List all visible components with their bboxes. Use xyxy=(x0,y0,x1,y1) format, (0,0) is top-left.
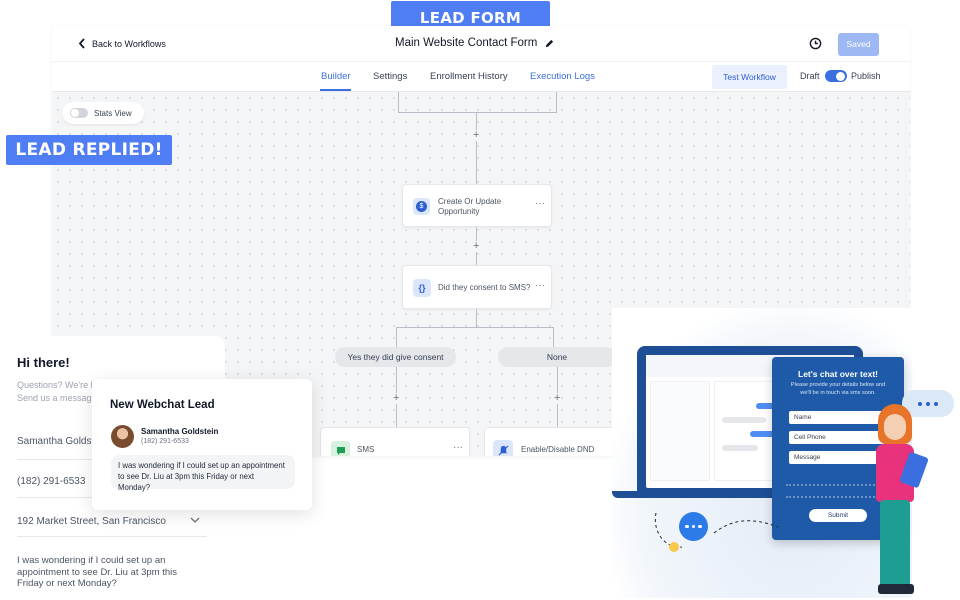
tab-builder[interactable]: Builder xyxy=(321,71,351,82)
chat-bubble-icon xyxy=(331,441,350,456)
connector xyxy=(553,327,554,347)
message-bubble xyxy=(722,417,766,423)
connector xyxy=(398,92,399,112)
add-step-plus-icon[interactable]: + xyxy=(393,392,400,404)
legs xyxy=(880,500,910,588)
typing-bubble-icon xyxy=(902,390,954,417)
workflow-title-group: Main Website Contact Form xyxy=(395,37,554,49)
chevron-down-icon[interactable] xyxy=(190,517,200,524)
node-sms[interactable]: SMS ··· xyxy=(320,427,470,456)
dollar-icon: $ xyxy=(413,198,430,215)
node-more-icon[interactable]: ··· xyxy=(535,280,545,291)
add-step-plus-icon[interactable]: + xyxy=(473,129,480,141)
connector xyxy=(476,112,477,184)
add-step-plus-icon[interactable]: + xyxy=(554,392,561,404)
laptop-base xyxy=(612,491,874,498)
builder-tabs-bar: Builder Settings Enrollment History Exec… xyxy=(52,62,910,92)
phone-field[interactable]: (182) 291-6533 xyxy=(17,476,86,487)
address-field[interactable]: 192 Market Street, San Francisco xyxy=(17,516,166,527)
widget-disclaimer xyxy=(786,484,890,498)
connector xyxy=(396,327,397,347)
stats-view-label: Stats View xyxy=(94,108,132,118)
chat-dots-icon xyxy=(679,512,708,541)
back-label: Back to Workflows xyxy=(92,38,166,49)
curly-braces-icon: {} xyxy=(413,279,431,297)
divider xyxy=(17,536,207,537)
connector xyxy=(396,327,554,328)
chevron-left-icon xyxy=(78,38,85,49)
woman-illustration xyxy=(858,404,929,600)
workflow-title[interactable]: Main Website Contact Form xyxy=(395,37,538,49)
message-bubble xyxy=(722,445,758,451)
face xyxy=(884,414,906,440)
node-label: Enable/Disable DND xyxy=(521,445,595,454)
node-more-icon[interactable]: ··· xyxy=(453,442,463,453)
widget-name-input[interactable]: Name xyxy=(789,411,885,424)
message-field[interactable]: I was wondering if I could set up an app… xyxy=(17,555,178,589)
publish-toggle[interactable] xyxy=(825,70,847,82)
builder-header: Back to Workflows Main Website Contact F… xyxy=(52,26,910,62)
widget-submit-button[interactable]: Submit xyxy=(809,509,867,522)
add-step-plus-icon[interactable]: + xyxy=(473,240,480,252)
widget-phone-input[interactable]: Cell Phone xyxy=(789,431,885,444)
connector xyxy=(476,309,477,327)
back-to-workflows-link[interactable]: Back to Workflows xyxy=(78,38,166,49)
node-label: SMS xyxy=(357,445,375,454)
connector xyxy=(556,92,557,112)
tab-execution-logs[interactable]: Execution Logs xyxy=(530,71,595,82)
widget-title: Let's chat over text! xyxy=(798,369,878,379)
publish-label: Publish xyxy=(851,71,881,81)
connector xyxy=(398,112,557,113)
node-label: Create Or Update Opportunity xyxy=(438,197,502,216)
shoes xyxy=(878,584,914,594)
form-greeting: Hi there! xyxy=(17,355,70,370)
saved-button[interactable]: Saved xyxy=(838,33,879,56)
pencil-icon[interactable] xyxy=(545,39,554,48)
dashed-path-decoration xyxy=(654,512,779,552)
lead-name: Samantha Goldstein xyxy=(141,427,219,436)
lead-message-bubble: I was wondering if I could set up an app… xyxy=(111,455,295,492)
branch-yes-consent[interactable]: Yes they did give consent xyxy=(335,347,456,367)
tab-enrollment-history[interactable]: Enrollment History xyxy=(430,71,508,82)
tab-settings[interactable]: Settings xyxy=(373,71,408,82)
widget-message-input[interactable]: Message xyxy=(789,451,885,464)
node-sms-consent-condition[interactable]: {} Did they consent to SMS? ··· xyxy=(402,265,552,309)
tab-builder-underline xyxy=(320,89,351,91)
avatar xyxy=(111,425,134,448)
stats-view-switch[interactable] xyxy=(70,108,88,118)
form-intro-line: Send us a messag xyxy=(17,393,92,403)
divider xyxy=(17,459,97,460)
test-workflow-button[interactable]: Test Workflow xyxy=(712,65,787,89)
form-intro-line: Questions? We're h xyxy=(17,380,96,390)
node-more-icon[interactable]: ··· xyxy=(535,198,545,209)
lead-phone: (182) 291-6533 xyxy=(141,438,189,445)
lead-replied-banner: LEAD REPLIED! xyxy=(6,135,172,165)
new-webchat-lead-card: New Webchat Lead Samantha Goldstein (182… xyxy=(92,379,312,510)
conversation-list xyxy=(650,381,710,481)
bell-off-icon xyxy=(493,440,513,456)
node-create-update-opportunity[interactable]: $ Create Or Update Opportunity ··· xyxy=(402,184,552,227)
draft-label: Draft xyxy=(800,71,820,81)
lead-card-title: New Webchat Lead xyxy=(110,399,215,411)
node-label: Did they consent to SMS? xyxy=(438,283,531,292)
stats-view-toggle[interactable]: Stats View xyxy=(62,102,144,124)
branch-none[interactable]: None xyxy=(498,347,616,367)
widget-subtitle: Please provide your details below and we… xyxy=(790,382,886,396)
history-clock-icon[interactable] xyxy=(809,37,822,50)
name-field[interactable]: Samantha Goldst xyxy=(17,436,95,447)
